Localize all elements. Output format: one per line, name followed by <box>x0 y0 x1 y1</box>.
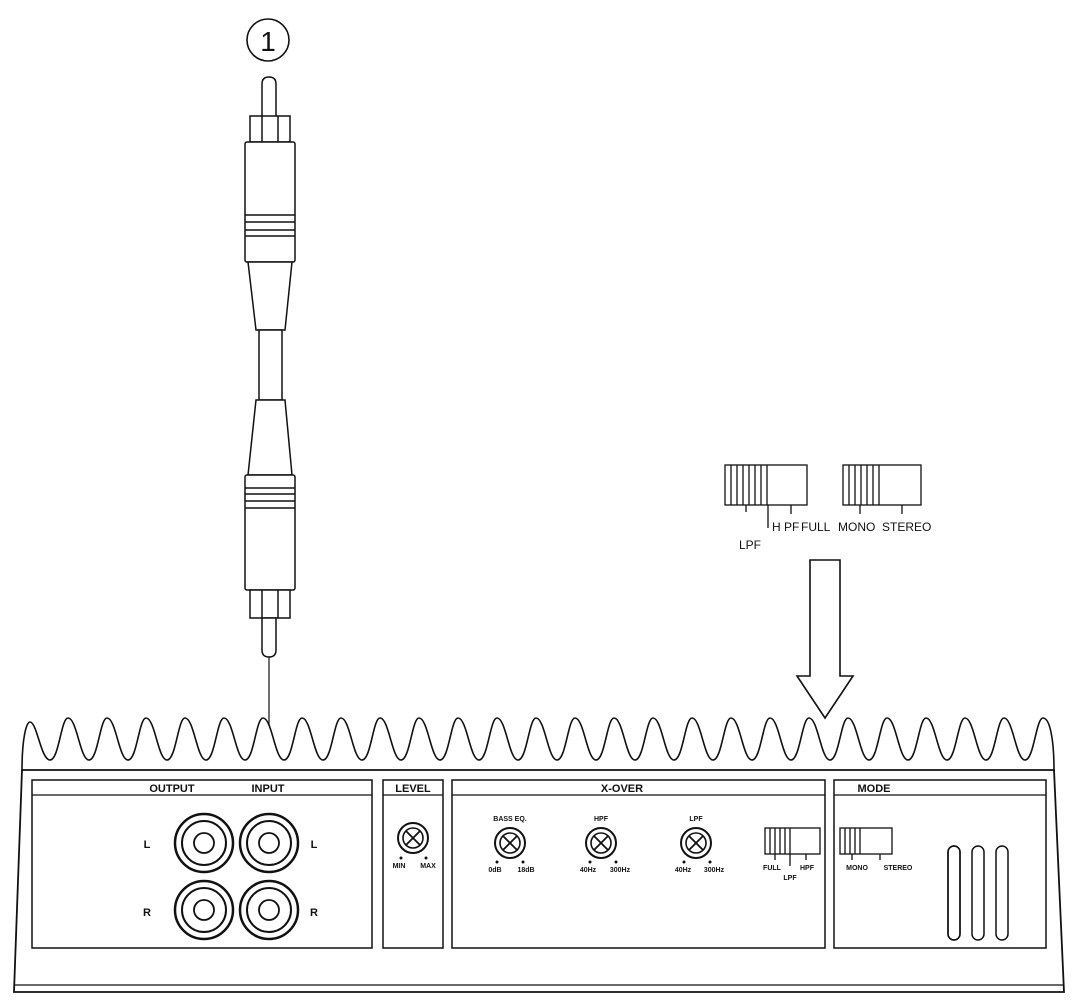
bass-eq-max-label: 18dB <box>517 867 534 874</box>
rca-jack-input-l[interactable] <box>238 812 300 874</box>
level-knob[interactable] <box>397 822 429 854</box>
level-section: LEVEL MIN MAX <box>382 779 444 949</box>
level-title: LEVEL <box>395 783 431 795</box>
mode-switch[interactable] <box>839 827 893 860</box>
input-title: INPUT <box>252 783 285 795</box>
legend-stereo: STEREO <box>882 520 931 534</box>
lpf-knob[interactable] <box>680 827 712 859</box>
xover-title: X-OVER <box>601 783 643 795</box>
down-arrow-icon <box>795 559 855 720</box>
legend-lpf: LPF <box>739 538 761 552</box>
hpf-knob[interactable] <box>585 827 617 859</box>
level-max-label: MAX <box>420 863 436 870</box>
legend-hpf: H PF <box>772 520 799 534</box>
output-r-label: R <box>143 907 151 919</box>
bass-eq-knob[interactable] <box>494 827 526 859</box>
xover-switch-legend <box>724 464 808 528</box>
mode-section: MODE MONO STEREO <box>833 779 1047 949</box>
bass-eq-title: BASS EQ. <box>493 816 527 823</box>
callout-1: 1 <box>246 18 290 62</box>
output-title: OUTPUT <box>149 783 195 795</box>
input-r-label: R <box>310 907 318 919</box>
amplifier: OUTPUT INPUT L R L R <box>13 717 1065 993</box>
vent-slots <box>947 845 1009 941</box>
lpf-title: LPF <box>689 816 703 823</box>
lpf-max-label: 300Hz <box>704 867 725 874</box>
rca-cable <box>244 76 296 800</box>
bass-eq-min-label: 0dB <box>488 867 501 874</box>
callout-number: 1 <box>260 26 276 57</box>
rca-jack-output-r[interactable] <box>173 879 235 941</box>
xover-switch-lpf-label: LPF <box>783 875 797 882</box>
switch-legend: H PF FULL LPF MONO STEREO <box>724 464 931 552</box>
mode-stereo-label: STEREO <box>884 865 913 872</box>
mode-mono-label: MONO <box>846 865 868 872</box>
xover-section: X-OVER BASS EQ. 0dB 18dB HPF <box>451 779 826 949</box>
heatsink-fins <box>21 717 1055 771</box>
mode-title: MODE <box>858 783 891 795</box>
input-l-label: L <box>311 839 318 851</box>
hpf-title: HPF <box>594 816 609 823</box>
legend-mono: MONO <box>838 520 875 534</box>
xover-switch-hpf-label: HPF <box>800 865 815 872</box>
xover-switch-full-label: FULL <box>763 865 782 872</box>
legend-full: FULL <box>801 520 831 534</box>
hpf-min-label: 40Hz <box>580 867 597 874</box>
io-section: OUTPUT INPUT L R L R <box>31 779 373 949</box>
output-l-label: L <box>144 839 151 851</box>
rca-jack-input-r[interactable] <box>238 879 300 941</box>
xover-switch[interactable] <box>764 827 821 866</box>
level-min-label: MIN <box>393 863 406 870</box>
mode-switch-legend <box>842 464 922 514</box>
hpf-max-label: 300Hz <box>610 867 631 874</box>
rca-jack-output-l[interactable] <box>173 812 235 874</box>
lpf-min-label: 40Hz <box>675 867 692 874</box>
